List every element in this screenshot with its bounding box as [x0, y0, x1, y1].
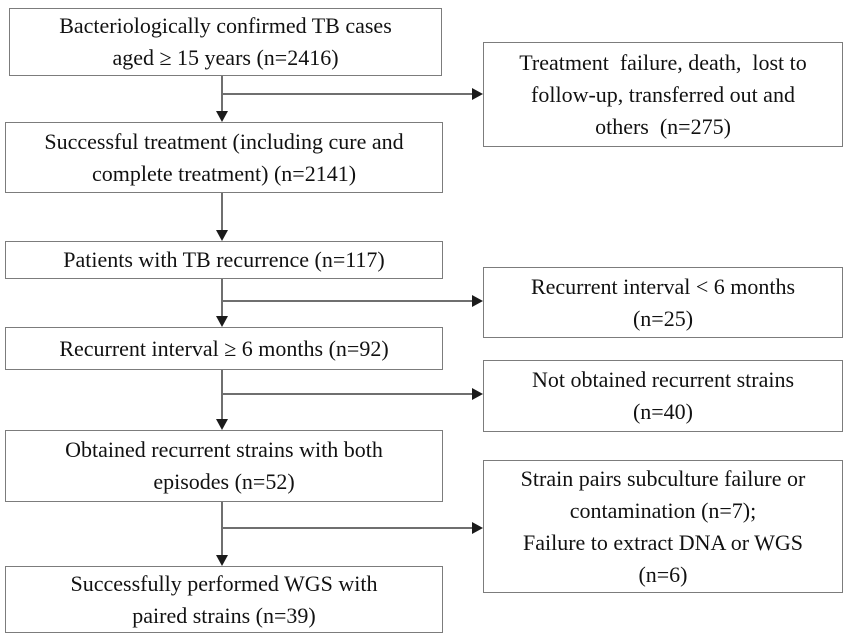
flow-box-confirmed-tb-cases: Bacteriologically confirmed TB cases age… [9, 8, 442, 76]
connector-branch-4 [222, 527, 472, 529]
flow-box-excluded-interval-lt-6-months: Recurrent interval < 6 months (n=25) [483, 267, 843, 338]
flow-box-excluded-no-recurrent-strains: Not obtained recurrent strains (n=40) [483, 360, 843, 432]
flow-box-excluded-treatment-outcomes: Treatment failure, death, lost to follow… [483, 42, 843, 147]
arrowhead-down-4-icon [216, 419, 228, 430]
flow-box-excluded-subculture-dna-failure: Strain pairs subculture failure or conta… [483, 460, 843, 593]
connector-branch-2 [222, 300, 472, 302]
flow-box-tb-recurrence: Patients with TB recurrence (n=117) [5, 241, 443, 279]
arrowhead-right-3-icon [472, 388, 483, 400]
connector-down-5 [221, 502, 223, 555]
connector-branch-1 [222, 93, 472, 95]
arrowhead-down-1-icon [216, 111, 228, 122]
flow-box-interval-ge-6-months: Recurrent interval ≥ 6 months (n=92) [5, 327, 443, 370]
arrowhead-down-5-icon [216, 555, 228, 566]
flow-box-successful-treatment: Successful treatment (including cure and… [5, 122, 443, 193]
arrowhead-right-4-icon [472, 522, 483, 534]
arrowhead-down-3-icon [216, 316, 228, 327]
flow-box-wgs-paired-strains: Successfully performed WGS with paired s… [5, 566, 443, 633]
connector-down-4 [221, 370, 223, 419]
arrowhead-right-2-icon [472, 295, 483, 307]
arrowhead-down-2-icon [216, 230, 228, 241]
connector-down-2 [221, 193, 223, 230]
arrowhead-right-1-icon [472, 88, 483, 100]
connector-branch-3 [222, 393, 472, 395]
connector-down-1 [221, 76, 223, 111]
connector-down-3 [221, 279, 223, 316]
flow-box-obtained-recurrent-strains: Obtained recurrent strains with both epi… [5, 430, 443, 502]
